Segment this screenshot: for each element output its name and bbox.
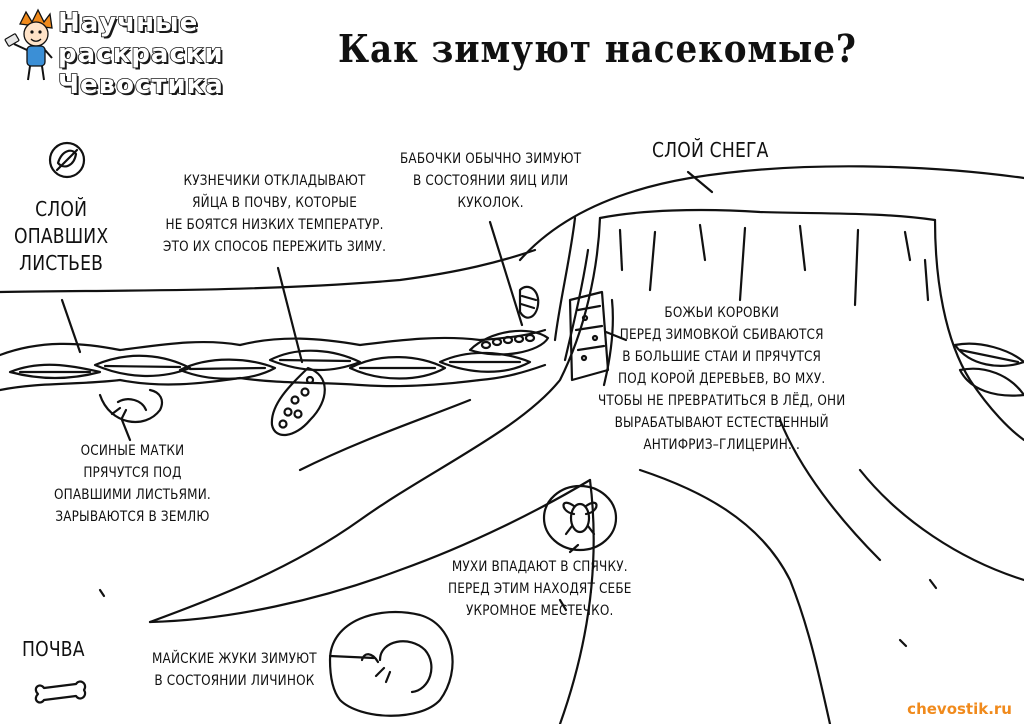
grasshopper-egg-pod: [270, 366, 326, 436]
butterfly-cocoon: [518, 285, 540, 319]
chevostik-mascot-icon: [4, 8, 53, 81]
logo-line-2: раскраски: [57, 38, 224, 70]
site-url: chevostik.ru: [907, 700, 1012, 718]
label-beetles-line: В СОСТОЯНИИ ЛИЧИНОК: [154, 673, 315, 689]
page-title: Как зимуют насекомые?: [338, 26, 857, 71]
label-flies-line: УКРОМНОЕ МЕСТЕЧКО.: [466, 603, 614, 619]
logo: Научные раскраски Чевостика: [57, 7, 224, 101]
pointer-butterflies: [488, 220, 524, 327]
label-flies-line: МУХИ ВПАДАЮТ В СПЯЧКУ.: [451, 559, 628, 575]
label-wasps: ОСИНЫЕ МАТКИ ПРЯЧУТСЯ ПОД ОПАВШИМИ ЛИСТЬ…: [54, 440, 211, 528]
logo-line-3: Чевостика: [57, 69, 224, 101]
label-ladybugs-line: ПОД КОРОЙ ДЕРЕВЬЕВ, ВО МХУ.: [618, 371, 826, 387]
label-ladybugs-line: БОЖЬИ КОРОВКИ: [664, 305, 780, 321]
pointer-ladybugs: [604, 330, 628, 342]
label-wasps-line: ЗАРЫВАЮТСЯ В ЗЕМЛЮ: [55, 509, 210, 525]
tree-stump: [98, 208, 1024, 724]
cocoon-crack: [553, 216, 577, 342]
label-snow: СЛОЙ СНЕГА: [652, 138, 769, 162]
label-grasshoppers-line: ЭТО ИХ СПОСОБ ПЕРЕЖИТЬ ЗИМУ.: [163, 239, 387, 255]
butterfly-eggs: [468, 329, 550, 356]
leaf-layer: [0, 328, 547, 392]
label-butterflies: БАБОЧКИ ОБЫЧНО ЗИМУЮТ В СОСТОЯНИИ ЯИЦ ИЛ…: [400, 148, 581, 214]
ground-line: [0, 248, 537, 294]
pointer-flies: [568, 543, 580, 554]
label-leaves: СЛОЙ ОПАВШИХ ЛИСТЬЕВ: [14, 196, 108, 277]
label-ladybugs: БОЖЬИ КОРОВКИ ПЕРЕД ЗИМОВКОЙ СБИВАЮТСЯ В…: [598, 302, 845, 456]
label-wasps-line: ПРЯЧУТСЯ ПОД: [83, 465, 182, 481]
label-grasshoppers-line: ЯЙЦА В ПОЧВУ, КОТОРЫЕ: [192, 195, 357, 211]
pointer-grasshoppers: [276, 266, 304, 364]
label-ladybugs-line: ЧТОБЫ НЕ ПРЕВРАТИТЬСЯ В ЛЁД, ОНИ: [598, 393, 846, 409]
label-butterflies-line: БАБОЧКИ ОБЫЧНО ЗИМУЮТ: [400, 151, 582, 167]
ladybug-cluster: [568, 290, 610, 382]
label-ladybugs-line: ПЕРЕД ЗИМОВКОЙ СБИВАЮТСЯ: [619, 327, 824, 343]
logo-line-1: Научные: [57, 7, 199, 39]
snow-layer: [518, 165, 1024, 262]
label-soil: ПОЧВА: [22, 637, 85, 661]
wasp-chamber: [98, 388, 164, 424]
label-leaves-line: СЛОЙ: [35, 197, 88, 221]
crossed-leaf-icon: [48, 141, 86, 179]
label-ladybugs-line: АНТИФРИЗ–ГЛИЦЕРИН. .: [643, 437, 801, 453]
label-ladybugs-line: ВЫРАБАТЫВАЮТ ЕСТЕСТВЕННЫЙ: [614, 415, 829, 431]
label-grasshoppers: КУЗНЕЧИКИ ОТКЛАДЫВАЮТ ЯЙЦА В ПОЧВУ, КОТО…: [163, 170, 386, 258]
label-grasshoppers-line: НЕ БОЯТСЯ НИЗКИХ ТЕМПЕРАТУР.: [165, 217, 384, 233]
bone-icon: [34, 680, 87, 704]
pointer-leaves: [60, 298, 82, 354]
leaf-right: [953, 342, 1024, 367]
label-butterflies-line: В СОСТОЯНИИ ЯИЦ ИЛИ: [412, 173, 569, 189]
label-flies-line: ПЕРЕД ЭТИМ НАХОДЯТ СЕБЕ: [448, 581, 632, 597]
label-butterflies-line: КУКОЛОК.: [457, 195, 524, 211]
label-ladybugs-line: В БОЛЬШИЕ СТАИ И ПРЯЧУТСЯ: [622, 349, 822, 365]
label-beetles: МАЙСКИЕ ЖУКИ ЗИМУЮТ В СОСТОЯНИИ ЛИЧИНОК: [152, 648, 317, 692]
pointer-beetles: [328, 654, 376, 660]
label-wasps-line: ОСИНЫЕ МАТКИ: [80, 443, 185, 459]
label-flies: МУХИ ВПАДАЮТ В СПЯЧКУ. ПЕРЕД ЭТИМ НАХОДЯ…: [448, 556, 632, 622]
fly-chamber: [542, 484, 618, 552]
pointer-wasps: [120, 418, 132, 442]
label-leaves-line: ОПАВШИХ: [14, 224, 109, 248]
label-leaves-line: ЛИСТЬЕВ: [19, 251, 104, 275]
label-wasps-line: ОПАВШИМИ ЛИСТЬЯМИ.: [54, 487, 211, 503]
beetle-larva-chamber: [328, 610, 454, 717]
label-grasshoppers-line: КУЗНЕЧИКИ ОТКЛАДЫВАЮТ: [183, 173, 366, 189]
snow-pointer: [686, 170, 714, 194]
label-beetles-line: МАЙСКИЕ ЖУКИ ЗИМУЮТ: [152, 651, 317, 667]
